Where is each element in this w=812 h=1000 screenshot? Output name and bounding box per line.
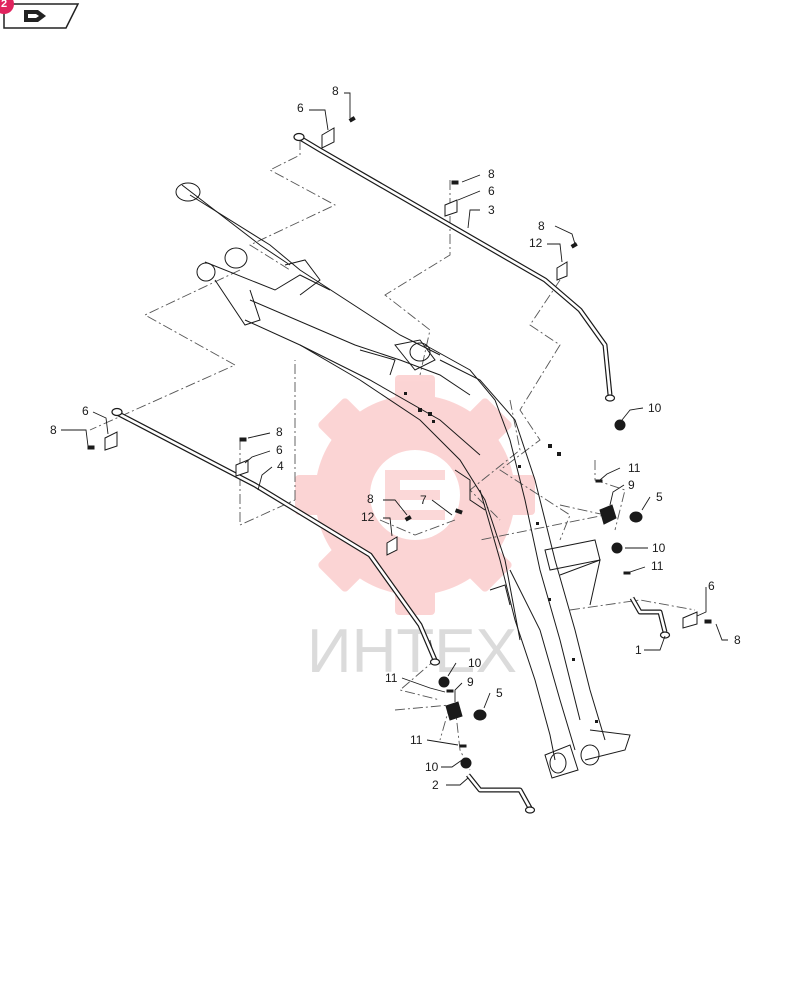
callout-label: 1 [635, 643, 642, 657]
callout-label: 8 [332, 84, 339, 98]
callout-label: 8 [367, 492, 374, 506]
fitting-10-a [614, 419, 626, 431]
clamp-block-9-lower [445, 701, 463, 721]
callout-label: 11 [651, 559, 664, 573]
callout-label: 10 [652, 541, 666, 555]
callout-label: 6 [708, 579, 715, 593]
callout-label: 12 [529, 236, 543, 250]
leader-lines [61, 92, 728, 786]
clamp-block-9-right [599, 504, 617, 525]
callout-label: 8 [734, 633, 741, 647]
nav-tab-frame [3, 3, 80, 29]
callout-label: 3 [488, 203, 495, 217]
callout-label: 11 [410, 733, 423, 747]
callout-label: 9 [628, 478, 635, 492]
clamp-12-lower [386, 536, 398, 556]
callout-label: 9 [467, 675, 474, 689]
clamp-6-mid [444, 199, 458, 217]
callout-label: 8 [50, 423, 57, 437]
clamp-6-lower [235, 459, 249, 477]
callout-label: 4 [277, 459, 284, 473]
book-arrow-icon [24, 10, 46, 22]
notification-badge: 2 [0, 0, 14, 14]
fitting-10-b [611, 542, 623, 554]
bolt-icons [87, 116, 712, 624]
callout-label: 5 [496, 686, 503, 700]
callout-label: 10 [425, 760, 439, 774]
clamp-6-far-right [682, 611, 698, 629]
cap-5-right [629, 511, 643, 523]
hydraulic-tubes [113, 135, 668, 810]
callout-label: 10 [468, 656, 482, 670]
clamp-6-top [321, 127, 335, 149]
callout-label: 8 [488, 167, 495, 181]
cap-5-lower [473, 709, 487, 721]
callout-label: 5 [656, 490, 663, 504]
mounting-bolts [404, 392, 598, 723]
clamp-12-right [556, 261, 568, 281]
fitting-10-d [460, 757, 472, 769]
callout-label: 6 [276, 443, 283, 457]
nav-tab[interactable]: 2 [0, 0, 80, 30]
callout-label: 7 [420, 493, 427, 507]
callout-label: 8 [276, 425, 283, 439]
callout-label: 6 [297, 101, 304, 115]
phantom-lines [89, 140, 696, 771]
hardware-parts [87, 116, 712, 769]
callout-label: 11 [385, 671, 398, 685]
callout-labels: 8 6 8 6 3 8 12 10 6 8 8 6 4 11 9 5 8 7 1… [50, 84, 741, 792]
arm-outer-edge [439, 359, 606, 741]
callout-label: 6 [82, 404, 89, 418]
boom-cylinder-body [189, 194, 441, 356]
callout-label: 11 [628, 461, 641, 475]
callout-label: 10 [648, 401, 662, 415]
callout-label: 8 [538, 219, 545, 233]
watermark-text: ИНТЕХ [307, 617, 517, 686]
tube-fittings [111, 132, 671, 814]
boom-arm-assembly [175, 182, 631, 779]
clamp-6-left [104, 431, 118, 451]
bucket-pin-boss [549, 752, 567, 774]
cylinder-eye-top [175, 182, 201, 202]
callout-label: 2 [432, 778, 439, 792]
callout-label: 12 [361, 510, 375, 524]
fitting-10-c [438, 676, 450, 688]
callout-label: 6 [488, 184, 495, 198]
